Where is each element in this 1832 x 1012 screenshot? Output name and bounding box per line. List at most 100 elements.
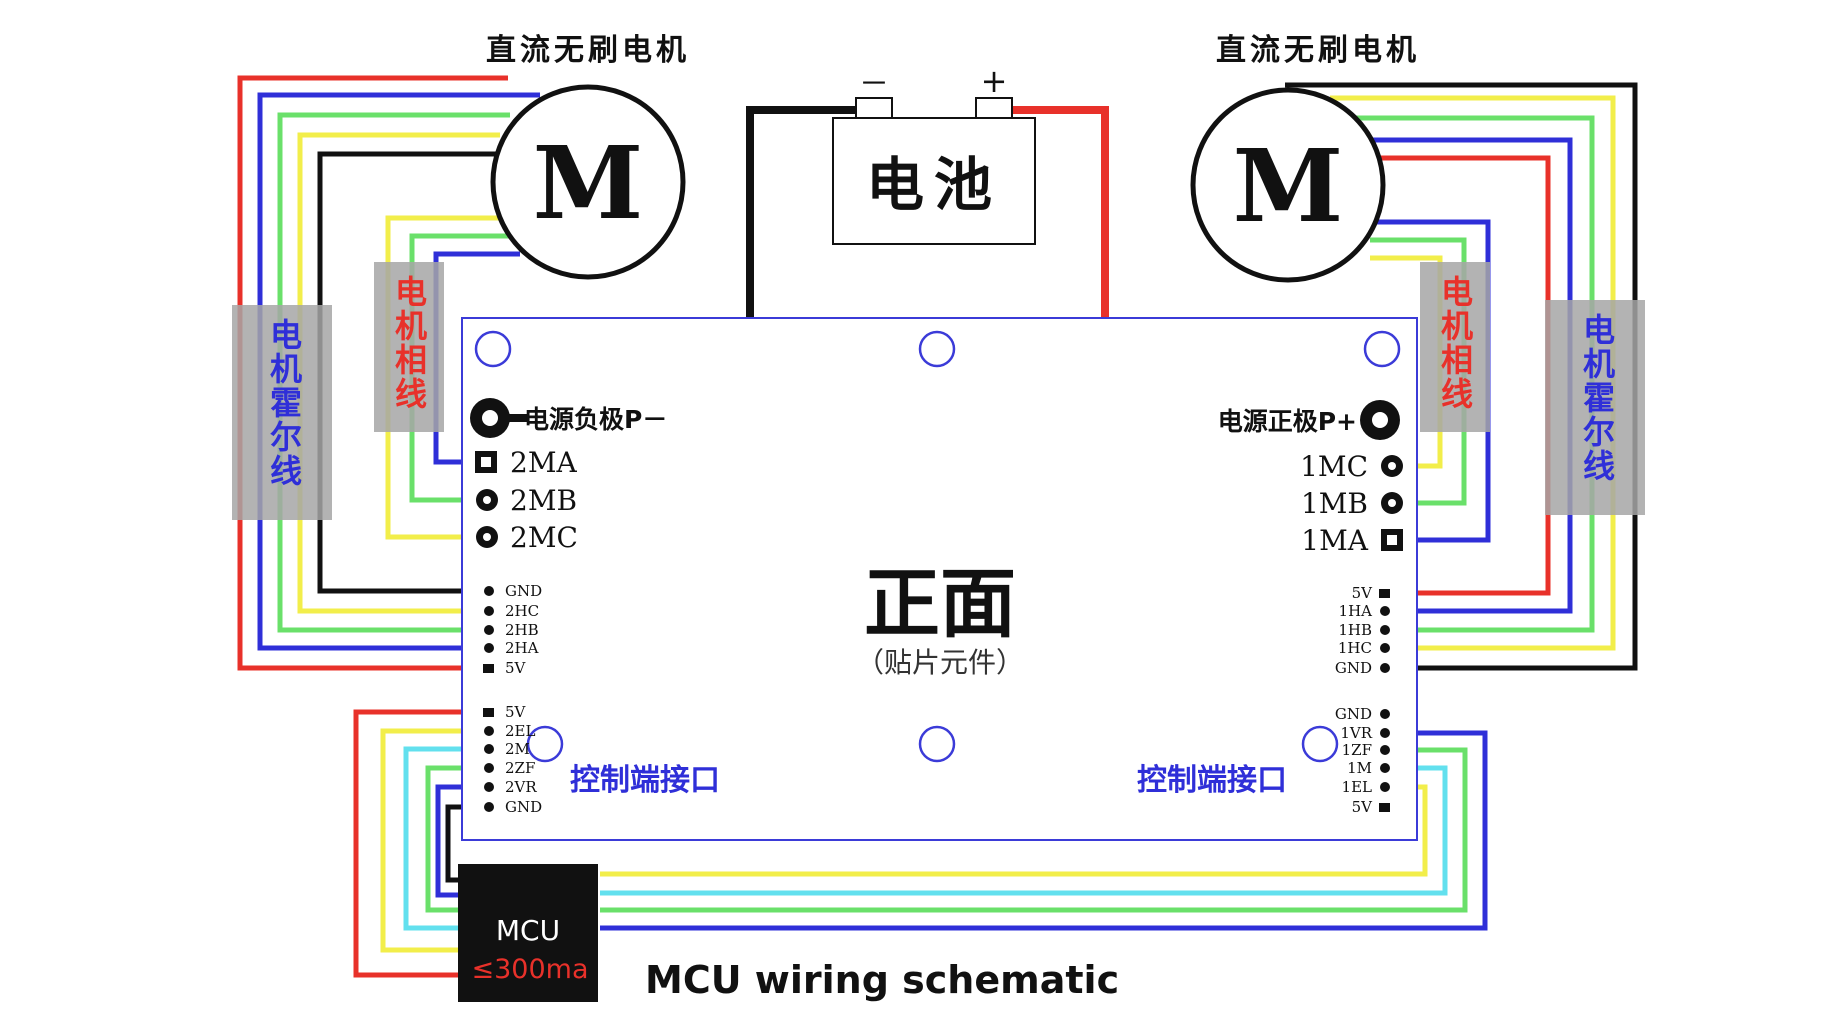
battery — [832, 117, 1036, 245]
wire-ctrl-right-1zf — [600, 747, 1468, 913]
mount-hole — [918, 330, 956, 368]
motor-left-symbol: M — [533, 124, 644, 242]
pin-label-1ma: 1MA — [1301, 524, 1368, 557]
pin-left-ctrl-2vr — [484, 782, 494, 792]
pin-label-right-ctrl-1el: 1EL — [1342, 778, 1372, 796]
pin-label-left-ctrl-2vr: 2VR — [505, 778, 537, 796]
pin-right-hall-gnd — [1380, 663, 1390, 673]
control-port-left-label: 控制端接口 — [570, 763, 720, 798]
mount-hole — [526, 725, 564, 763]
hall-label-right: 电机霍尔线 — [1578, 313, 1616, 483]
pad-hole — [483, 533, 491, 541]
battery-label: 电池 — [866, 151, 1002, 219]
pin-left-ctrl-2m — [484, 744, 494, 754]
hall-label-left: 电机霍尔线 — [265, 318, 303, 488]
pad-hole — [1387, 535, 1397, 545]
pin-label-left-ctrl-5v: 5V — [505, 703, 527, 721]
mount-hole — [1363, 330, 1401, 368]
pin-right-hall-1ha — [1380, 606, 1390, 616]
pin-left-hall-5v — [483, 664, 494, 673]
pcb-board — [461, 317, 1418, 841]
hall-label-box-left — [232, 305, 332, 520]
wire-ctrl-right-1vr — [600, 730, 1488, 931]
pin-left-hall-gnd — [484, 586, 494, 596]
phase-label-box-left — [374, 262, 444, 432]
pin-right-hall-1hc — [1380, 643, 1390, 653]
pin-left-ctrl-2el — [484, 726, 494, 736]
pin-label-right-hall-1hc: 1HC — [1338, 639, 1372, 657]
pin-label-right-hall-1ha: 1HA — [1339, 602, 1373, 620]
pin-right-hall-5v — [1379, 589, 1390, 598]
pin-label-2mb: 2MB — [510, 484, 577, 517]
phase-label-right: 电机相线 — [1436, 275, 1474, 411]
phase-label-box-right — [1420, 262, 1490, 432]
pin-left-hall-2ha — [484, 643, 494, 653]
pin-right-ctrl-gnd — [1380, 709, 1390, 719]
pin-left-hall-2hc — [484, 606, 494, 616]
phase-label-left: 电机相线 — [390, 275, 428, 411]
pin-left-hall-2hb — [484, 625, 494, 635]
mount-hole — [918, 725, 956, 763]
battery-plus-sign: + — [981, 62, 1008, 100]
mcu-block — [458, 864, 598, 1002]
pin-label-left-hall-2hc: 2HC — [505, 602, 539, 620]
pin-right-ctrl-5v — [1379, 803, 1390, 812]
pin-right-ctrl-1el — [1380, 782, 1390, 792]
wire-ctrl-left-5v — [353, 709, 487, 978]
pad-hole — [1388, 499, 1396, 507]
pin-label-2mc: 2MC — [510, 521, 578, 554]
pin-label-1mc: 1MC — [1300, 450, 1368, 483]
wire-ctrl-left-2zf — [425, 765, 487, 913]
motor-left-title: 直流无刷电机 — [486, 33, 690, 68]
terminal-hole — [482, 410, 498, 426]
pin-right-ctrl-1vr — [1380, 728, 1390, 738]
mount-hole — [474, 330, 512, 368]
pad-hole — [1388, 462, 1396, 470]
terminal-hole — [1372, 412, 1388, 428]
pin-left-ctrl-gnd — [484, 802, 494, 812]
pin-label-left-ctrl-2m: 2M — [505, 740, 530, 758]
battery-minus-sign: － — [859, 67, 889, 102]
pin-right-ctrl-1zf — [1380, 745, 1390, 755]
pin-left-ctrl-5v — [483, 708, 494, 717]
mcu-current-label: ≤300ma — [471, 954, 588, 985]
battery-positive-terminal — [975, 97, 1013, 119]
power-negative-label: 电源负极P－ — [524, 405, 667, 434]
mount-hole — [1301, 725, 1339, 763]
pin-label-2ma: 2MA — [510, 446, 577, 479]
pin-label-right-hall-1hb: 1HB — [1338, 621, 1372, 639]
pin-label-right-hall-5v: 5V — [1352, 584, 1374, 602]
hall-label-box-right — [1545, 300, 1645, 515]
pin-label-right-ctrl-5v: 5V — [1352, 798, 1374, 816]
wire-ctrl-left-2m — [403, 746, 487, 931]
mcu-label: MCU — [496, 914, 560, 947]
pin-right-hall-1hb — [1380, 625, 1390, 635]
pin-label-right-ctrl-gnd: GND — [1335, 705, 1372, 723]
pin-label-right-ctrl-1zf: 1ZF — [1342, 741, 1372, 759]
pin-label-right-ctrl-1m: 1M — [1347, 759, 1372, 777]
pin-label-1mb: 1MB — [1301, 487, 1368, 520]
pin-label-left-ctrl-2zf: 2ZF — [505, 759, 535, 777]
pin-left-ctrl-2zf — [484, 763, 494, 773]
motor-right-symbol: M — [1233, 127, 1344, 245]
power-positive-label: 电源正极P+ — [1218, 407, 1357, 436]
pad-hole — [481, 457, 491, 467]
battery-negative-terminal — [855, 97, 893, 119]
motor-right — [1190, 87, 1386, 283]
pin-label-left-ctrl-gnd: GND — [505, 798, 542, 816]
front-subtitle: （贴片元件） — [856, 646, 1024, 679]
control-port-right-label: 控制端接口 — [1137, 763, 1287, 798]
front-title: 正面 — [864, 559, 1016, 648]
pin-label-right-hall-gnd: GND — [1335, 659, 1372, 677]
pin-label-left-hall-2hb: 2HB — [505, 621, 539, 639]
terminal-lead — [508, 414, 528, 422]
pad-hole — [483, 496, 491, 504]
pin-label-left-ctrl-2el: 2EL — [505, 722, 535, 740]
caption: MCU wiring schematic — [645, 958, 1119, 1002]
motor-right-title: 直流无刷电机 — [1216, 33, 1420, 68]
wire-ctrl-left-2el — [380, 728, 487, 953]
pin-label-left-hall-gnd: GND — [505, 582, 542, 600]
pin-right-ctrl-1m — [1380, 763, 1390, 773]
